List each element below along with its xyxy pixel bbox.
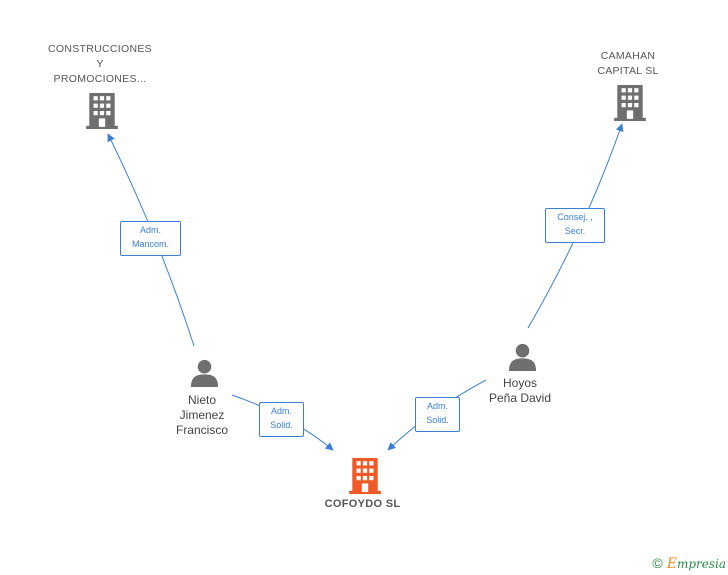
edge-label-adm-mancom-line-2: Mancom. [131,239,169,249]
cofoydo-building-icon[interactable] [349,458,381,494]
camahan-label[interactable]: CAMAHAN CAPITAL SL [578,49,678,79]
nieto-label[interactable]: Nieto Jimenez Francisco [162,393,242,438]
construcciones-label-line-2: Y [96,58,104,70]
hoyos-label[interactable]: Hoyos Peña David [475,376,565,406]
edge-label-adm-solid-left-line-1: Adm. [270,406,292,416]
cofoydo-label-line-1: COFOYDO SL [324,498,401,510]
edge-label-adm-mancom-line-1: Adm. [139,225,161,235]
hoyos-label-line-2: Peña David [488,391,552,405]
hoyos-person-icon[interactable] [508,343,537,371]
hoyos-label-line-1: Hoyos [502,376,537,390]
camahan-label-line-1: CAMAHAN [600,50,656,62]
construcciones-label-line-1: CONSTRUCCIONES [48,43,152,55]
construcciones-label[interactable]: CONSTRUCCIONES Y PROMOCIONES... [40,42,160,87]
edge-label-adm-mancom[interactable]: Adm. Mancom. [120,221,181,256]
edge-label-consej-secr-line-1: Consej. , [557,212,593,222]
empresia-footer[interactable]: ©Empresia [652,555,726,572]
nieto-label-line-3: Francisco [175,423,228,437]
edge-label-adm-solid-right-line-1: Adm. [426,401,448,411]
edge-label-adm-solid-right-line-2: Solid. [426,415,449,425]
edge-label-adm-solid-right[interactable]: Adm. Solid. [415,397,460,432]
edge-label-consej-secr[interactable]: Consej. , Secr. [545,208,605,243]
nieto-person-icon[interactable] [190,359,219,387]
empresia-logo-initial: E [666,556,677,572]
camahan-building-icon[interactable] [614,85,646,121]
construcciones-label-line-3: PROMOCIONES... [53,73,147,85]
construcciones-building-icon[interactable] [86,93,118,129]
nieto-label-line-2: Jimenez [179,408,225,422]
edge-label-consej-secr-line-2: Secr. [564,226,586,236]
cofoydo-label[interactable]: COFOYDO SL [305,497,420,512]
copyright-icon: © [652,555,663,571]
camahan-label-line-2: CAPITAL SL [597,65,659,77]
edge-label-adm-solid-left-line-2: Solid. [270,420,293,430]
edge-label-adm-solid-left[interactable]: Adm. Solid. [259,402,304,437]
empresia-logo-text: mpresia [676,557,726,571]
nieto-label-line-1: Nieto [187,393,216,407]
